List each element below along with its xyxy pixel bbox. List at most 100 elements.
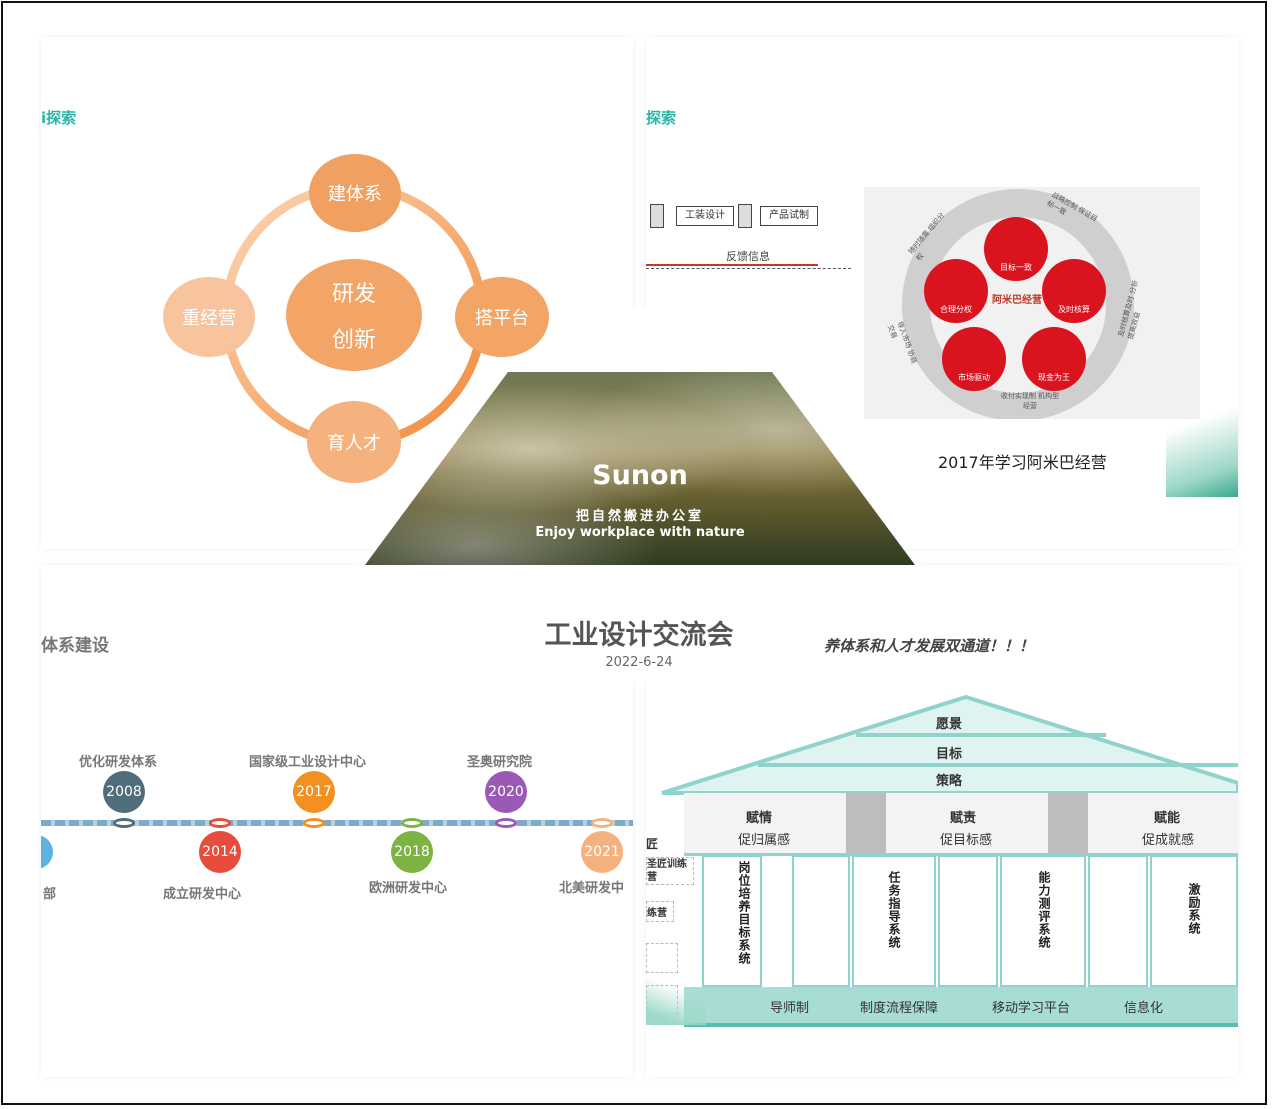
milestone-label: 圣奥研究院	[467, 755, 533, 770]
milestone-label: 成立研发中心	[163, 887, 242, 902]
feedback-label: 反馈信息	[726, 250, 770, 263]
house-roof	[661, 694, 1238, 795]
flow-block	[650, 204, 664, 228]
timeline-axis	[41, 820, 633, 826]
center-line1: 研发	[331, 282, 376, 307]
section-title: 探索	[646, 109, 677, 127]
pillar	[938, 855, 998, 987]
left-item: 匠	[646, 837, 659, 851]
pillar	[852, 855, 936, 987]
pillar	[1150, 855, 1238, 987]
corner-decoration	[1166, 357, 1238, 497]
section-title: 体系建设	[41, 636, 109, 656]
beam-gap	[1048, 793, 1088, 853]
amoeba-item-label: 及时核算	[1058, 305, 1090, 314]
brand-logo: Sunon	[592, 460, 688, 491]
amoeba-center: 阿米巴经营	[992, 295, 1042, 306]
amoeba-item-label: 合理分权	[940, 305, 972, 314]
amoeba-cycle-arrows	[902, 189, 1134, 419]
beam-sub: 促归属感	[738, 833, 791, 848]
milestone-label: 部	[43, 887, 57, 902]
pillar-label: 激励系统	[1187, 883, 1201, 935]
event-title: 工业设计交流会	[544, 620, 734, 651]
flow-step: 产品试制	[760, 206, 818, 226]
amoeba-item-label: 现金为王	[1038, 373, 1070, 382]
milestone-marker	[495, 818, 517, 828]
corner-decoration	[646, 965, 706, 1025]
milestone-2017: 2017	[293, 771, 335, 813]
milestone-2020: 2020	[485, 771, 527, 813]
center-node: 研发 创新	[286, 259, 422, 371]
beam-sub: 促目标感	[940, 833, 993, 848]
ring-text: 收付实现制 机构型经营	[1000, 392, 1060, 410]
amoeba-item: 目标一致	[984, 217, 1048, 281]
pillar	[1088, 855, 1148, 987]
panel-talent-house: 养体系和人才发展双通道！！！ 愿景 目标 策略 赋情 促归属感 赋责 促目标感 …	[646, 565, 1238, 1077]
beam-row	[684, 793, 1238, 856]
house-base	[684, 987, 1238, 1027]
node-label: 搭平台	[475, 308, 529, 329]
panel-system-timeline: 体系建设 优化研发体系 2008 国家级工业设计中心 2017 圣奥研究院 20…	[41, 565, 633, 1077]
base-item: 导师制	[770, 1001, 810, 1016]
amoeba-item: 现金为王	[1022, 327, 1086, 391]
node-operation: 重经营	[163, 277, 255, 357]
divider	[646, 268, 851, 269]
base-item: 移动学习平台	[992, 1001, 1071, 1016]
milestone-2021: 2021	[581, 831, 623, 873]
roof-strategy: 策略	[936, 774, 963, 789]
milestone-clipped	[41, 835, 53, 869]
pillar-label: 能力测评系统	[1037, 871, 1051, 949]
beam-title: 赋能	[1154, 811, 1181, 826]
milestone-label: 国家级工业设计中心	[249, 755, 367, 770]
milestone-label: 优化研发体系	[79, 755, 158, 770]
slogan-en: Enjoy workplace with nature	[535, 525, 745, 540]
pillar	[1000, 855, 1086, 987]
pillar-label: 任务指导系统	[887, 871, 901, 949]
beam-sub: 促成就感	[1142, 833, 1195, 848]
node-platform: 搭平台	[455, 277, 549, 357]
pillar-label: 岗位培养目标系统	[737, 861, 751, 965]
milestone-label: 北美研发中	[559, 881, 625, 896]
amoeba-item: 市场驱动	[942, 327, 1006, 391]
beam-title: 赋情	[746, 811, 773, 826]
node-talent: 育人才	[307, 401, 401, 483]
milestone-2018: 2018	[391, 831, 433, 873]
section-title: i探索	[41, 109, 77, 127]
milestone-2014: 2014	[199, 831, 241, 873]
base-item: 制度流程保障	[860, 1001, 939, 1016]
headline: 养体系和人才发展双通道！！！	[824, 637, 1035, 655]
flow-step: 工装设计	[676, 206, 734, 226]
beam-title: 赋责	[950, 811, 977, 826]
panel-rd-innovation: i探索 研发 创新 建体系 搭平台 育人才 重经营	[41, 37, 633, 549]
milestone-label: 欧洲研发中心	[369, 881, 448, 896]
amoeba-caption: 2017年学习阿米巴经营	[938, 453, 1107, 472]
center-line2: 创新	[331, 328, 376, 353]
milestone-marker	[401, 818, 423, 828]
roof-goal: 目标	[936, 747, 963, 762]
left-item: 练营	[646, 901, 674, 922]
event-date: 2022-6-24	[605, 655, 673, 670]
amoeba-item: 合理分权	[924, 259, 988, 323]
node-label: 重经营	[182, 308, 236, 329]
left-item: 圣匠训练营	[646, 857, 694, 885]
node-label: 育人才	[327, 433, 381, 454]
amoeba-item-label: 市场驱动	[958, 373, 990, 382]
pillar	[792, 855, 850, 987]
milestone-marker	[591, 818, 613, 828]
node-label: 建体系	[328, 184, 382, 205]
milestone-marker	[303, 818, 325, 828]
amoeba-item: 及时核算	[1042, 259, 1106, 323]
slogan-cn: 把自然搬进办公室	[575, 509, 704, 524]
milestone-2008: 2008	[103, 771, 145, 813]
beam-gap	[846, 793, 886, 853]
base-item: 信息化	[1124, 1001, 1164, 1016]
milestone-marker	[113, 818, 135, 828]
pillar	[702, 855, 762, 987]
milestone-marker	[209, 818, 231, 828]
node-build-system: 建体系	[309, 154, 401, 232]
amoeba-diagram: 目标一致 及时核算 现金为王 市场驱动 合理分权 阿米巴经营 战略控制 保证目标…	[864, 187, 1200, 419]
feedback-arrow	[646, 264, 818, 266]
flow-block	[738, 204, 752, 228]
roof-vision: 愿景	[936, 717, 963, 732]
